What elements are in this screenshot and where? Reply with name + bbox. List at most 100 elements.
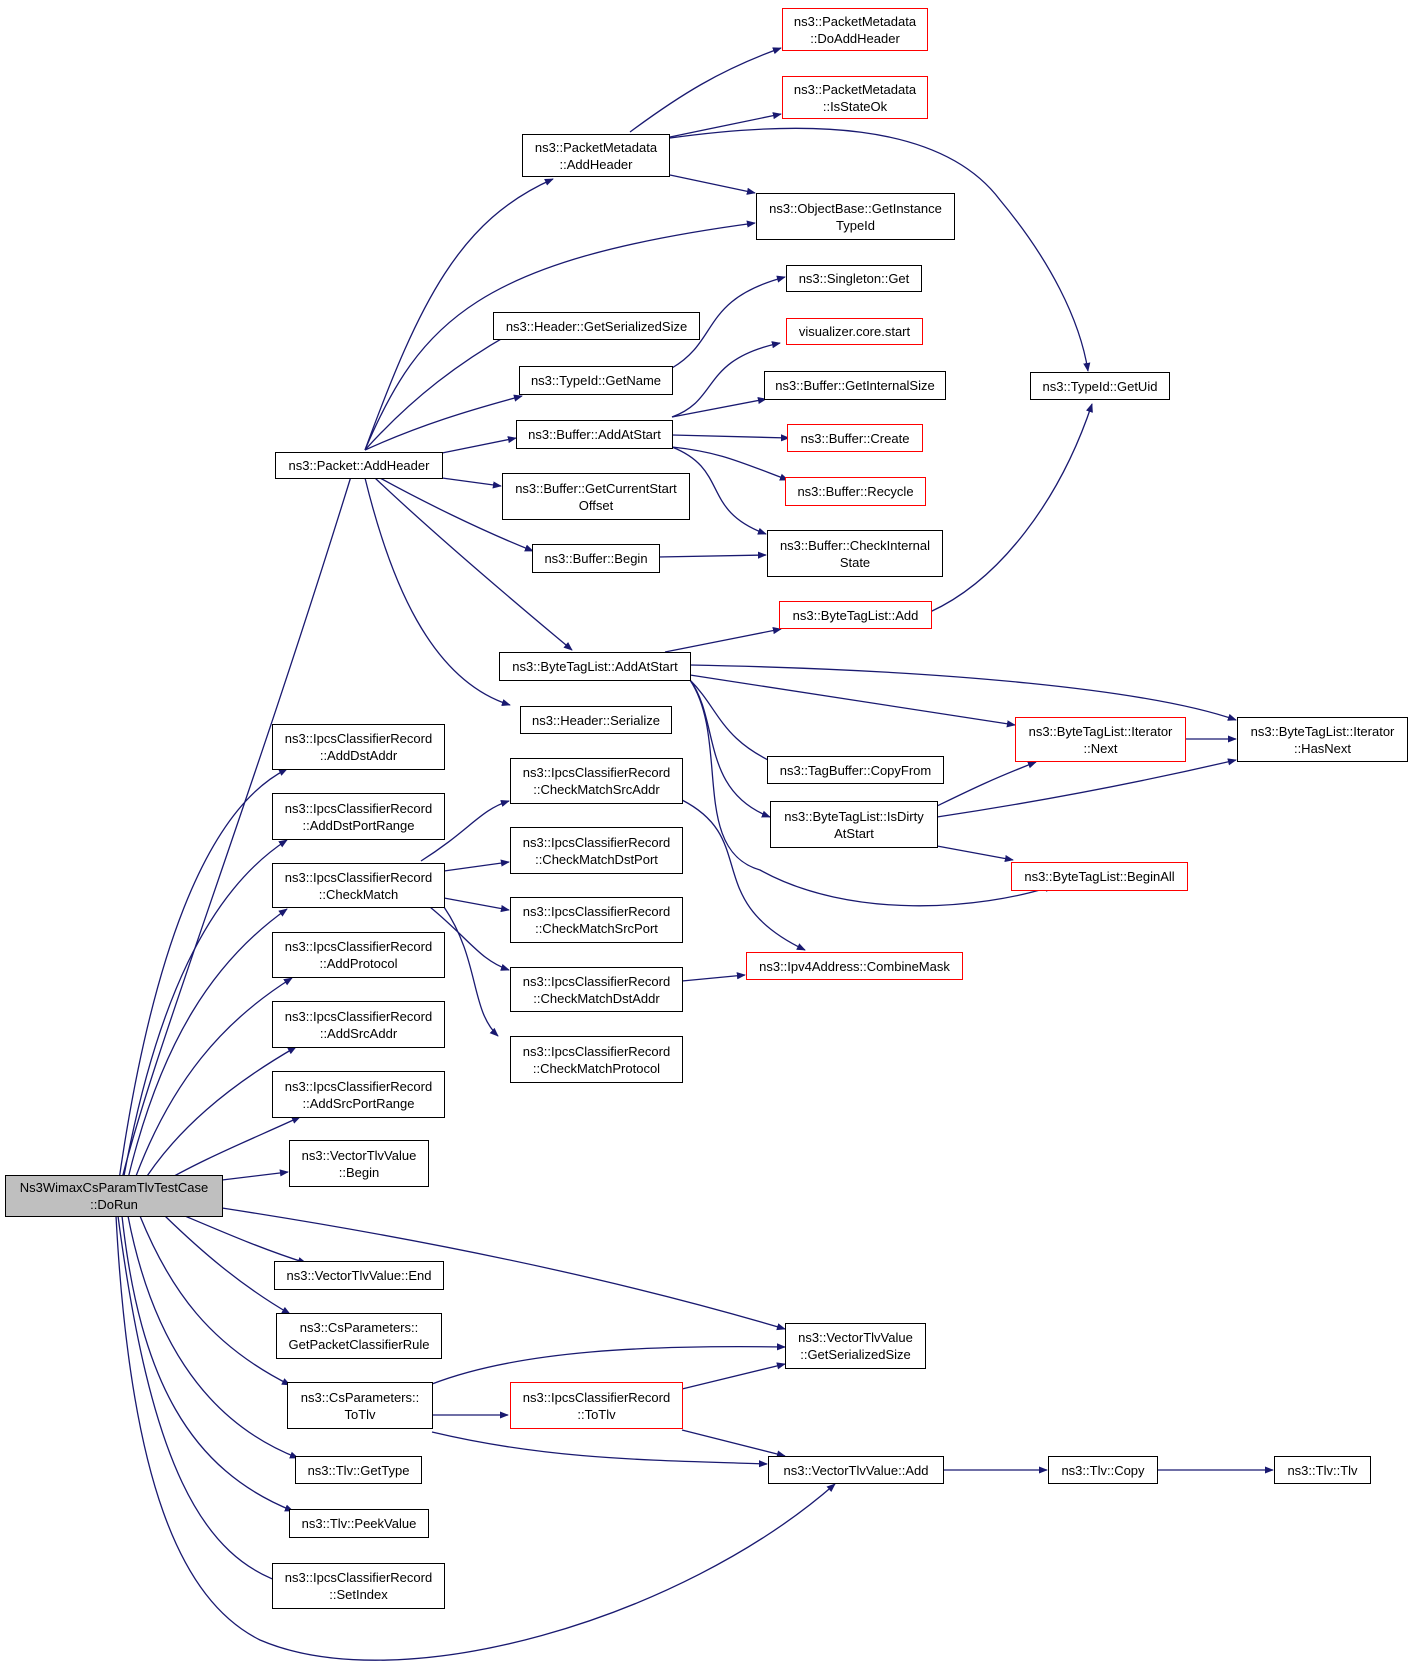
node-label-line: ns3::IpcsClassifierRecord (522, 765, 671, 780)
graph-node-pm-doaddheader[interactable]: ns3::PacketMetadata::DoAddHeader (782, 8, 928, 51)
graph-node-buf-getinternalsize[interactable]: ns3::Buffer::GetInternalSize (764, 371, 946, 400)
node-label-line: ns3::Tlv::Tlv (1287, 1462, 1358, 1478)
call-edge (364, 178, 554, 451)
node-label-line: ns3::VectorTlvValue::Add (783, 1462, 929, 1478)
graph-node-vtv-getserializedsize[interactable]: ns3::VectorTlvValue::GetSerializedSize (785, 1323, 926, 1369)
call-edge (443, 897, 510, 913)
call-edge (681, 799, 806, 951)
graph-node-hdr-getserializedsize[interactable]: ns3::Header::GetSerializedSize (493, 312, 700, 340)
call-edge (121, 1215, 294, 1512)
node-label-line: ns3::CsParameters:: (300, 1389, 420, 1405)
node-label-line: ns3::Buffer::GetInternalSize (775, 378, 935, 393)
graph-node-typeid-getname[interactable]: ns3::TypeId::GetName (519, 366, 673, 395)
graph-node-vtv-add[interactable]: ns3::VectorTlvValue::Add (768, 1456, 944, 1484)
graph-node-ipcs-checkmatch[interactable]: ns3::IpcsClassifierRecord::CheckMatch (272, 863, 445, 908)
graph-node-ipcs-addsrcaddr[interactable]: ns3::IpcsClassifierRecord::AddSrcAddr (272, 1001, 445, 1048)
call-edge (657, 551, 767, 559)
graph-node-btl-addatstart[interactable]: ns3::ByteTagList::AddAtStart (499, 652, 691, 681)
call-edge (671, 434, 790, 442)
call-edge (669, 174, 756, 195)
graph-node-vis-core-start[interactable]: visualizer.core.start (786, 318, 923, 345)
node-label-line: ::AddSrcAddr (319, 1025, 398, 1041)
graph-node-vtv-begin[interactable]: ns3::VectorTlvValue::Begin (289, 1140, 429, 1187)
graph-node-vtv-end[interactable]: ns3::VectorTlvValue::End (274, 1261, 444, 1290)
node-label-line: ns3::ByteTagList::AddAtStart (512, 659, 678, 674)
node-label-line: ns3::IpcsClassifierRecord (284, 1078, 433, 1094)
graph-node-ipcs-adddstaddr[interactable]: ns3::IpcsClassifierRecord::AddDstAddr (272, 724, 445, 770)
call-edge (671, 341, 781, 418)
node-label-line: TypeId (835, 217, 876, 233)
graph-node-ipcs-cm-dstaddr[interactable]: ns3::IpcsClassifierRecord::CheckMatchDst… (510, 967, 683, 1012)
node-label-line: ns3::Header::GetSerializedSize (505, 318, 688, 334)
node-label-line: ns3::IpcsClassifierRecord (522, 834, 671, 850)
graph-node-ipcs-cm-srcaddr[interactable]: ns3::IpcsClassifierRecord::CheckMatchSrc… (510, 758, 683, 804)
call-edge (115, 1215, 836, 1661)
graph-node-ipcs-cm-srcport[interactable]: ns3::IpcsClassifierRecord::CheckMatchSrc… (510, 897, 683, 943)
graph-node-tagbuf-copyfrom[interactable]: ns3::TagBuffer::CopyFrom (767, 756, 944, 784)
call-edge (689, 679, 782, 767)
graph-node-tlv-tlv[interactable]: ns3::Tlv::Tlv (1274, 1456, 1371, 1484)
graph-node-hdr-serialize[interactable]: ns3::Header::Serialize (520, 706, 672, 734)
node-label-line: ns3::IpcsClassifierRecord (284, 1008, 433, 1024)
graph-node-btl-it-hasnext[interactable]: ns3::ByteTagList::Iterator::HasNext (1237, 717, 1408, 762)
graph-node-ipv4-combinemask[interactable]: ns3::Ipv4Address::CombineMask (746, 952, 963, 980)
node-label-line: ::AddDstAddr (319, 748, 398, 763)
call-edge (364, 220, 756, 451)
graph-node-btl-add[interactable]: ns3::ByteTagList::Add (779, 601, 932, 629)
node-label-line: ns3::VectorTlvValue::End (286, 1268, 432, 1283)
graph-node-btl-beginall[interactable]: ns3::ByteTagList::BeginAll (1011, 862, 1188, 891)
node-label-line: ns3::Buffer::Begin (544, 551, 648, 566)
node-label-line: ::GetSerializedSize (800, 1347, 911, 1362)
graph-node-pm-addheader[interactable]: ns3::PacketMetadata::AddHeader (522, 134, 670, 177)
node-label-line: ns3::Buffer::Recycle (797, 484, 914, 499)
graph-node-ipcs-adddstportrange[interactable]: ns3::IpcsClassifierRecord::AddDstPortRan… (272, 793, 445, 840)
node-label-line: ::Next (1083, 740, 1118, 756)
node-label-line: ns3::ByteTagList::BeginAll (1024, 869, 1175, 884)
node-label-line: ToTlv (344, 1406, 376, 1422)
graph-node-ipcs-totlv[interactable]: ns3::IpcsClassifierRecord::ToTlv (510, 1382, 683, 1429)
node-label-line: ::AddProtocol (319, 956, 398, 971)
node-label-line: Offset (578, 497, 614, 513)
graph-node-tlv-copy[interactable]: ns3::Tlv::Copy (1048, 1456, 1158, 1484)
graph-node-ipcs-addprotocol[interactable]: ns3::IpcsClassifierRecord::AddProtocol (272, 932, 445, 978)
call-edge (441, 436, 517, 454)
graph-node-singleton-get[interactable]: ns3::Singleton::Get (786, 265, 922, 292)
graph-node-ipcs-cm-protocol[interactable]: ns3::IpcsClassifierRecord::CheckMatchPro… (510, 1036, 683, 1083)
node-label-line: ::DoRun (90, 1197, 138, 1212)
graph-node-typeid-getuid[interactable]: ns3::TypeId::GetUid (1030, 372, 1170, 400)
call-edge (139, 1046, 297, 1188)
node-label-line: ::CheckMatchDstAddr (533, 990, 660, 1006)
graph-node-root[interactable]: Ns3WimaxCsParamTlvTestCase::DoRun (5, 1175, 223, 1217)
call-edge (936, 845, 1014, 863)
graph-node-buf-recycle[interactable]: ns3::Buffer::Recycle (785, 477, 926, 506)
graph-node-buf-create[interactable]: ns3::Buffer::Create (787, 424, 923, 452)
graph-node-ipcs-cm-dstport[interactable]: ns3::IpcsClassifierRecord::CheckMatchDst… (510, 827, 683, 874)
graph-node-buf-addatstart[interactable]: ns3::Buffer::AddAtStart (516, 420, 673, 449)
graph-node-csp-getpacketclassifierrule[interactable]: ns3::CsParameters::GetPacketClassifierRu… (276, 1313, 442, 1359)
graph-node-btl-it-next[interactable]: ns3::ByteTagList::Iterator::Next (1015, 717, 1186, 762)
node-label-line: State (839, 554, 871, 570)
graph-node-ipcs-addsrcportrange[interactable]: ns3::IpcsClassifierRecord::AddSrcPortRan… (272, 1071, 445, 1118)
node-label-line: ns3::IpcsClassifierRecord (522, 973, 671, 989)
call-edge (671, 446, 789, 481)
graph-node-pm-isstateok[interactable]: ns3::PacketMetadata::IsStateOk (782, 76, 928, 119)
node-label-line: ns3::ByteTagList::IsDirty (784, 808, 924, 824)
graph-node-ipcs-setindex[interactable]: ns3::IpcsClassifierRecord::SetIndex (272, 1563, 445, 1609)
call-edge (431, 1343, 786, 1385)
call-edge (443, 906, 499, 1037)
graph-node-buf-begin[interactable]: ns3::Buffer::Begin (532, 544, 660, 573)
graph-node-tlv-gettype[interactable]: ns3::Tlv::GetType (295, 1456, 422, 1484)
graph-node-pkt-addheader[interactable]: ns3::Packet::AddHeader (275, 452, 443, 479)
node-label-line: ns3::VectorTlvValue (798, 1330, 913, 1345)
graph-node-tlv-peekvalue[interactable]: ns3::Tlv::PeekValue (289, 1509, 429, 1538)
node-label-line: Ns3WimaxCsParamTlvTestCase (19, 1180, 209, 1195)
node-label-line: ::SetIndex (329, 1587, 388, 1602)
graph-node-csp-totlv[interactable]: ns3::CsParameters::ToTlv (287, 1382, 433, 1429)
node-label-line: visualizer.core.start (798, 324, 911, 339)
call-edge (431, 1431, 768, 1468)
call-edge (689, 679, 1054, 907)
